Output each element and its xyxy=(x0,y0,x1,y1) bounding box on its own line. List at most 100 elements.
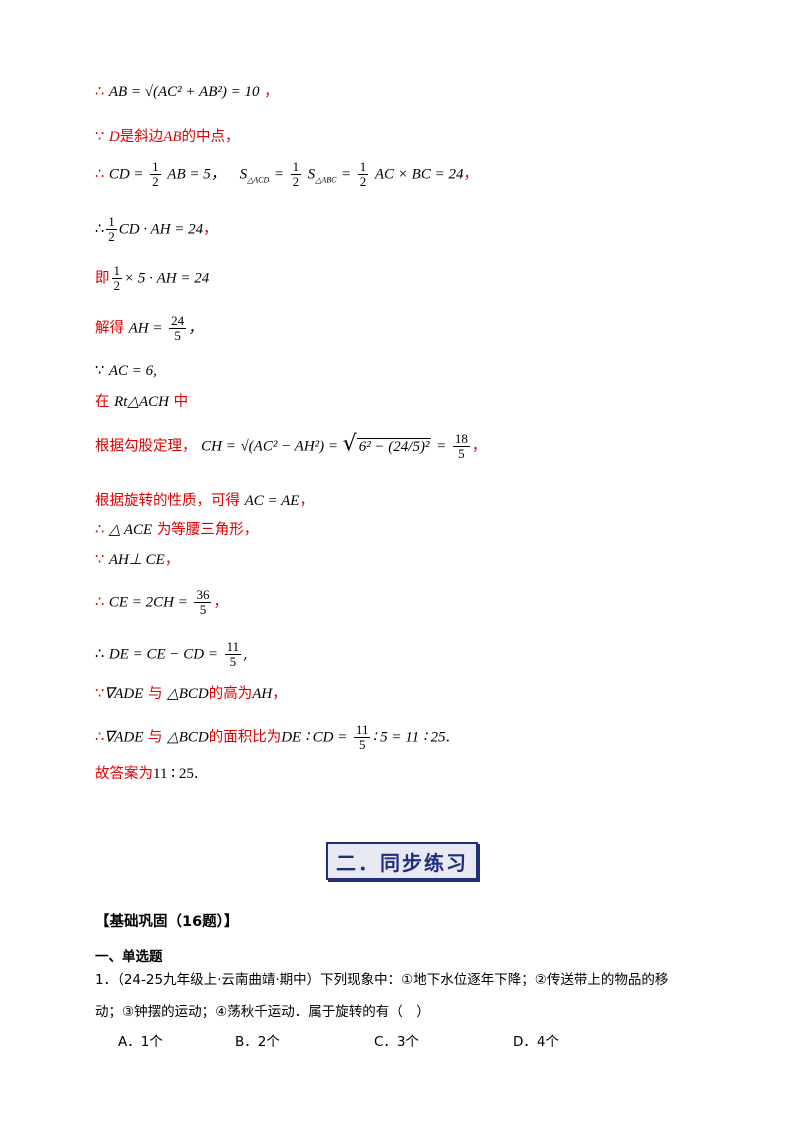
therefore-symbol: ∴ xyxy=(95,166,105,183)
subscript: △ABC xyxy=(315,175,337,185)
formula: AB = 5， xyxy=(167,166,226,183)
denominator: 2 xyxy=(152,174,159,189)
punct: ， xyxy=(299,493,314,509)
therefore-symbol: ∴ xyxy=(95,594,105,611)
formula: DE ∶ CD = xyxy=(281,729,348,746)
punct: ， xyxy=(164,552,180,568)
numerator: 1 xyxy=(150,159,161,175)
punct: ， xyxy=(471,438,487,455)
therefore-symbol: ∴ xyxy=(95,522,105,538)
text: 中 xyxy=(173,394,189,410)
option-c[interactable]: C．3个 xyxy=(374,1034,420,1050)
punct: ， xyxy=(188,320,204,337)
formula: ∶ 5 = 11 ∶ 25 xyxy=(372,729,446,746)
text: 的高为 xyxy=(208,686,253,702)
option-b[interactable]: B．2个 xyxy=(235,1034,280,1050)
punct: . xyxy=(193,766,199,782)
numerator: 11 xyxy=(353,722,371,738)
formula: CH = xyxy=(201,438,236,455)
solution-line-11: ∴ △ ACE 为等腰三角形， xyxy=(95,520,258,540)
numerator: 11 xyxy=(224,639,242,655)
equals: = xyxy=(273,166,284,183)
denominator: 5 xyxy=(458,446,465,461)
text: 即 xyxy=(95,270,110,287)
formula: AC = AE xyxy=(244,493,300,509)
triangle-name: ∇ADE xyxy=(104,729,144,746)
text: 与 xyxy=(148,729,163,746)
area-symbol: S xyxy=(239,166,248,183)
numerator: 1 xyxy=(357,159,369,175)
triangle-name: △ ACE xyxy=(108,522,153,538)
area-symbol: S xyxy=(307,166,316,183)
formula: AH xyxy=(252,686,273,702)
denominator: 2 xyxy=(292,174,300,189)
numerator: 36 xyxy=(194,587,212,603)
punct: , xyxy=(243,646,248,663)
numerator: 24 xyxy=(169,313,187,329)
denominator: 5 xyxy=(174,328,181,343)
therefore-symbol: ∴ xyxy=(95,84,105,100)
text: 的面积比为 xyxy=(208,729,282,746)
punct: ， xyxy=(264,84,279,100)
text: 的中点， xyxy=(181,129,240,145)
text: 解得 xyxy=(95,320,124,337)
formula: × 5 · AH = 24 xyxy=(124,270,210,287)
because-symbol: ∵ xyxy=(95,129,105,145)
text: 根据勾股定理， xyxy=(95,438,197,455)
because-symbol: ∵ xyxy=(95,686,105,702)
punct: ， xyxy=(203,221,218,238)
formula: DE = CE − CD = xyxy=(108,646,218,663)
option-d[interactable]: D．4个 xyxy=(513,1034,559,1050)
therefore-symbol: ∴ xyxy=(95,729,105,746)
solution-line-17: 故答案为11 ∶ 25. xyxy=(95,764,198,784)
subsection-title: 一、单选题 xyxy=(95,949,163,965)
therefore-symbol: ∴ xyxy=(95,221,105,238)
numerator: 1 xyxy=(111,263,122,279)
formula: AC = 6, xyxy=(108,363,157,379)
triangle-name: △BCD xyxy=(167,729,209,746)
triangle-name: Rt△ACH xyxy=(114,394,169,410)
answer: 11 ∶ 25 xyxy=(153,766,194,782)
denominator: 2 xyxy=(359,174,367,189)
section-title: 【基础巩固（16题）】 xyxy=(95,914,239,930)
text: 在 xyxy=(95,394,110,410)
denominator: 2 xyxy=(108,229,115,244)
text: 与 xyxy=(148,686,163,702)
option-a[interactable]: A．1个 xyxy=(118,1034,163,1050)
section-banner: 二．同步练习 xyxy=(326,842,478,880)
triangle-name: ∇ADE xyxy=(104,686,144,702)
denominator: 5 xyxy=(229,654,237,669)
formula: CE = 2CH = xyxy=(108,594,188,611)
numerator: 1 xyxy=(290,159,302,175)
punct: . xyxy=(445,729,451,746)
formula: CD = xyxy=(108,166,144,183)
formula: AH = xyxy=(128,320,163,337)
because-symbol: ∵ xyxy=(95,552,105,568)
text: 根据旋转的性质，可得 xyxy=(95,493,240,509)
because-symbol: ∵ xyxy=(95,363,105,379)
solution-line-15: ∵∇ADE 与 △BCD的高为AH， xyxy=(95,684,287,704)
text: 是斜边 xyxy=(119,129,164,145)
text: 故答案为 xyxy=(95,766,153,782)
subscript: △ACD xyxy=(247,175,270,185)
solution-line-9: 根据勾股定理， CH = √(AC² − AH²) = √6² − (24/5)… xyxy=(95,431,487,461)
punct: ， xyxy=(213,594,228,611)
solution-line-10: 根据旋转的性质，可得 AC = AE， xyxy=(95,491,314,511)
question-line-2: 动；③钟摆的运动；④荡秋千运动．属于旋转的有（ ） xyxy=(95,1004,430,1020)
triangle-name: △BCD xyxy=(167,686,209,702)
formula: AC × BC = 24 xyxy=(374,166,464,183)
denominator: 2 xyxy=(113,278,121,293)
segment-ab: AB xyxy=(163,129,182,145)
